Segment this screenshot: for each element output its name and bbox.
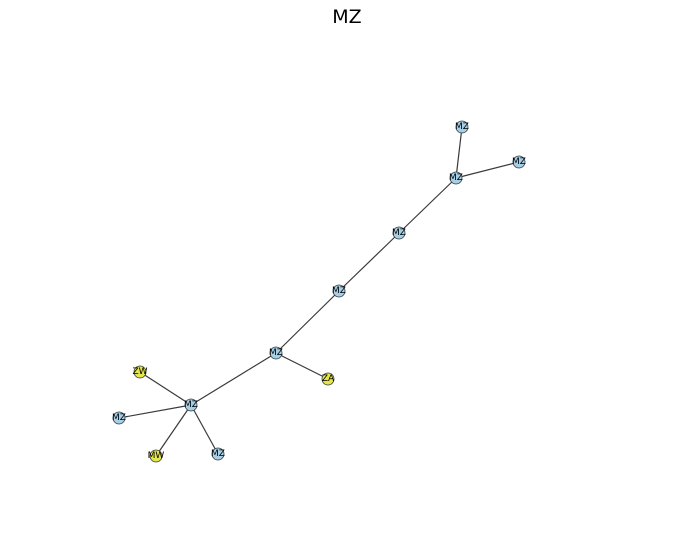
graph-node[interactable]: MZ [184,398,198,412]
node-label: MZ [392,228,406,238]
graph-edge [118,404,192,419]
node-circle [211,447,225,461]
node-circle [149,449,163,463]
graph-edge [139,371,192,406]
graph-node[interactable]: MZ [512,155,526,169]
graph-edge [275,352,329,380]
node-circle [449,171,463,185]
node-label: MZ [332,286,346,296]
node-label: MZ [449,173,463,183]
node-circle [392,226,406,240]
graph-edge [190,352,277,406]
node-circle [512,155,526,169]
node-circle [184,398,198,412]
node-label: ZA [322,374,335,384]
nodes-layer: MZ MZ MZ MZ MZ MZ ZA MZ ZW MZ MW MZ [112,120,526,463]
graph-node[interactable]: MZ [392,226,406,240]
graph-edge [275,290,340,354]
graph-node[interactable]: MZ [449,171,463,185]
graph-node[interactable]: MW [148,449,165,463]
node-label: MZ [512,157,526,167]
graph-edge [455,161,520,179]
node-label: MW [148,451,165,461]
graph-node[interactable]: MZ [332,284,346,298]
graph-node[interactable]: ZW [132,365,148,379]
graph-node[interactable]: MZ [112,411,126,425]
graph-edge [455,126,463,179]
graph-node[interactable]: MZ [211,447,225,461]
node-circle [269,346,283,360]
node-circle [112,411,126,425]
edges-layer [118,126,520,457]
node-label: MZ [211,449,225,459]
graph-edge [190,404,219,455]
node-circle [133,365,147,379]
node-label: MZ [269,348,283,358]
node-circle [321,372,335,386]
node-label: MZ [184,400,198,410]
node-label: MZ [455,122,469,132]
graph-node[interactable]: ZA [321,372,335,386]
node-circle [332,284,346,298]
graph-edge [398,177,457,234]
graph-edge [155,404,192,457]
page-title: MZ [332,6,362,28]
node-circle [455,120,469,134]
graph-node[interactable]: MZ [269,346,283,360]
graph-edge [338,232,400,292]
node-label: ZW [132,367,147,377]
node-label: MZ [112,413,126,423]
graph-node[interactable]: MZ [455,120,469,134]
